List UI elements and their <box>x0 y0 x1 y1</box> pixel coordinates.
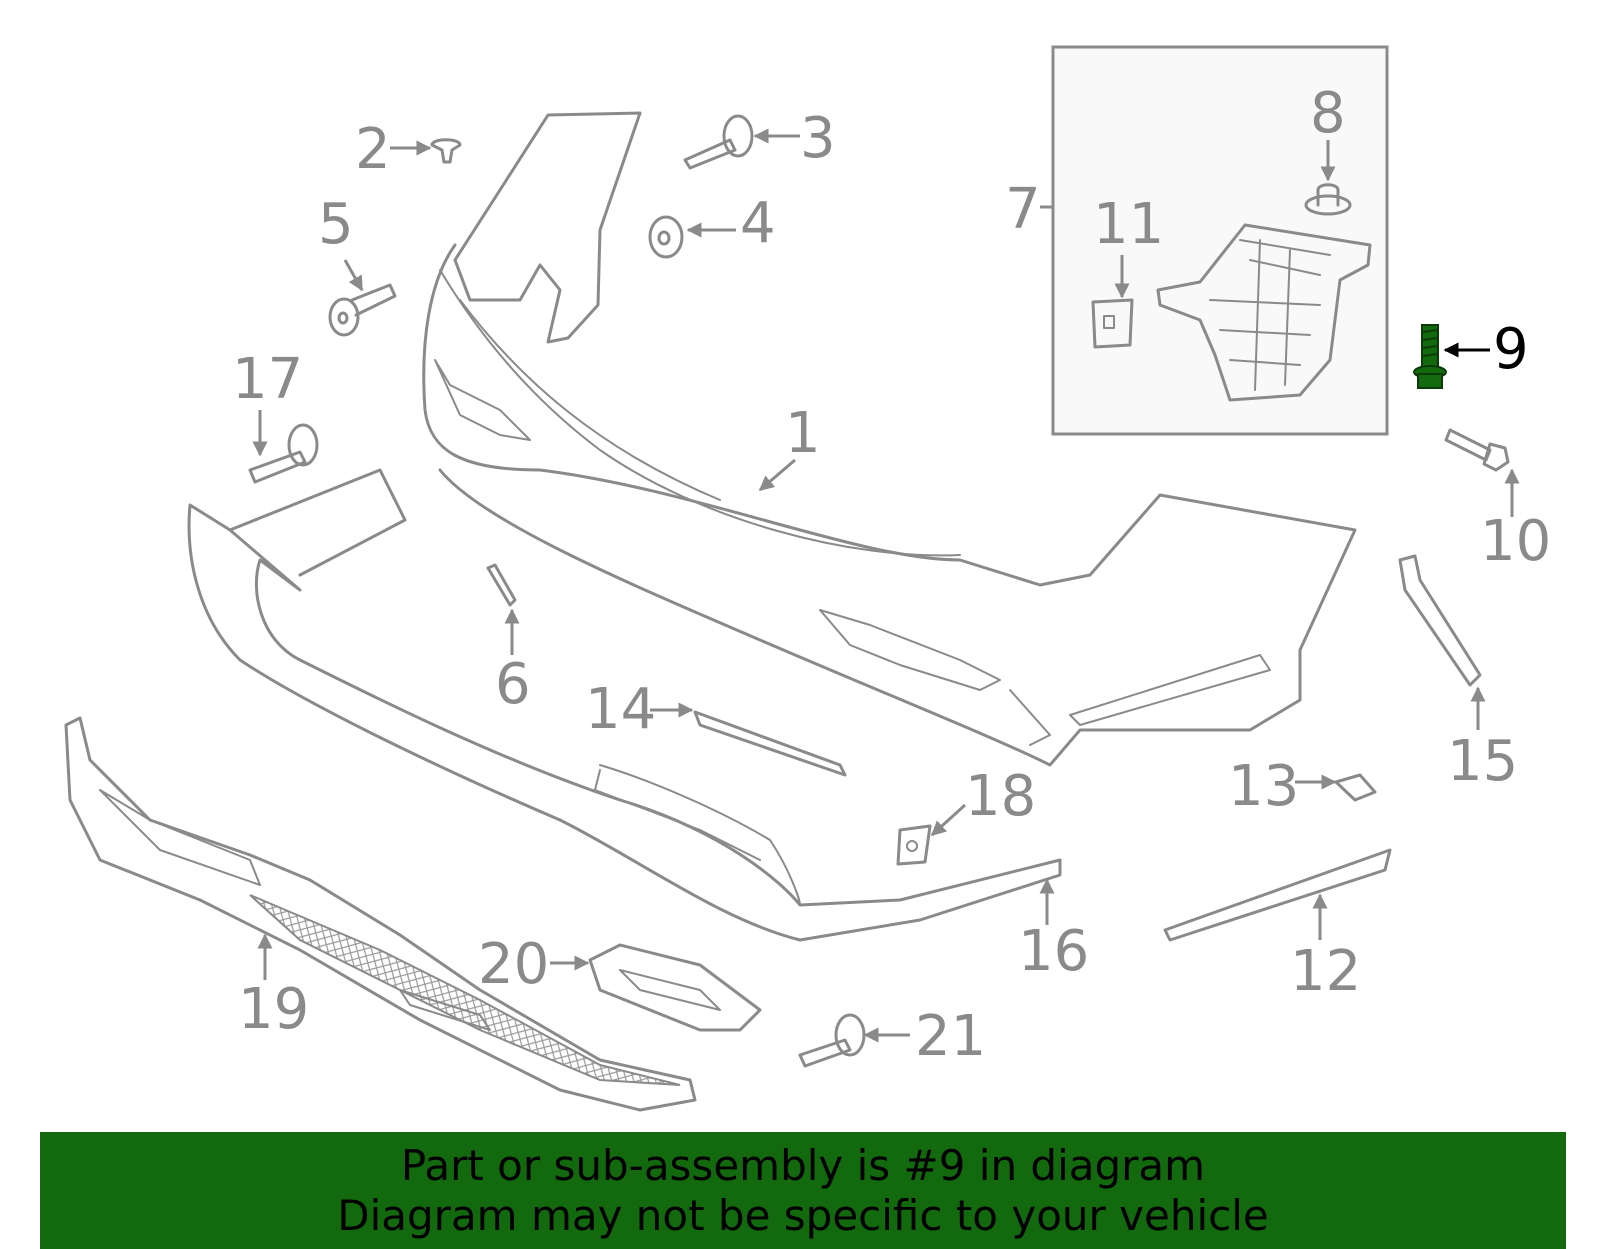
callout-21: 21 <box>915 1004 986 1069</box>
bumper-bracket-part <box>1156 223 1372 402</box>
callout-17: 17 <box>232 347 303 412</box>
reflector-strip-part-14 <box>693 710 847 777</box>
callout-labels: 1 2 3 4 5 6 7 8 9 10 11 12 13 14 15 16 1… <box>232 81 1551 1069</box>
lower-grille-part-19 <box>64 716 697 1112</box>
side-bracket-part-15 <box>1398 554 1482 687</box>
callout-4: 4 <box>740 191 776 256</box>
leader-1 <box>758 458 796 492</box>
lower-valance-part-16 <box>187 468 1062 942</box>
banner-line-part-number: Part or sub-assembly is #9 in diagram <box>400 1140 1206 1190</box>
nut-part-18 <box>896 824 932 866</box>
callout-2: 2 <box>355 117 391 182</box>
push-nut-part <box>1304 183 1352 216</box>
screw-part-21 <box>798 1013 866 1068</box>
clip-part-6 <box>486 563 517 607</box>
banner-line-disclaimer: Diagram may not be specific to your vehi… <box>337 1190 1269 1240</box>
leader-lines <box>252 128 1520 1043</box>
bolt-part-10 <box>1444 428 1510 472</box>
screw-part-17 <box>248 423 319 484</box>
bolt-part-9-highlighted <box>1413 324 1447 389</box>
callout-8: 8 <box>1310 81 1346 146</box>
callout-12: 12 <box>1290 939 1361 1004</box>
push-clip-part <box>430 138 462 164</box>
callout-1: 1 <box>785 401 821 466</box>
screw-part-5 <box>328 283 397 337</box>
callout-18: 18 <box>965 764 1036 829</box>
callout-16: 16 <box>1018 919 1089 984</box>
callout-11: 11 <box>1093 192 1164 257</box>
clip-nut-part <box>1091 298 1134 349</box>
info-banner: Part or sub-assembly is #9 in diagram Di… <box>40 1132 1566 1249</box>
callout-14: 14 <box>585 677 656 742</box>
screw-part-3 <box>683 114 754 170</box>
callout-3: 3 <box>800 106 836 171</box>
callout-5: 5 <box>318 192 354 257</box>
callout-10: 10 <box>1480 509 1551 574</box>
callout-7: 7 <box>1005 177 1041 242</box>
callout-6: 6 <box>495 652 531 717</box>
leader-5 <box>343 259 364 292</box>
callout-20: 20 <box>478 932 549 997</box>
callout-9: 9 <box>1493 317 1529 382</box>
grommet-part <box>648 215 684 259</box>
callout-15: 15 <box>1447 729 1518 794</box>
callout-19: 19 <box>238 977 309 1042</box>
callout-13: 13 <box>1228 754 1299 819</box>
side-garnish-part-20 <box>588 943 762 1032</box>
bumper-cover-part <box>422 111 1357 767</box>
molding-strip-part-12 <box>1163 848 1392 942</box>
cap-part-13 <box>1334 773 1377 802</box>
leader-18 <box>930 803 967 837</box>
